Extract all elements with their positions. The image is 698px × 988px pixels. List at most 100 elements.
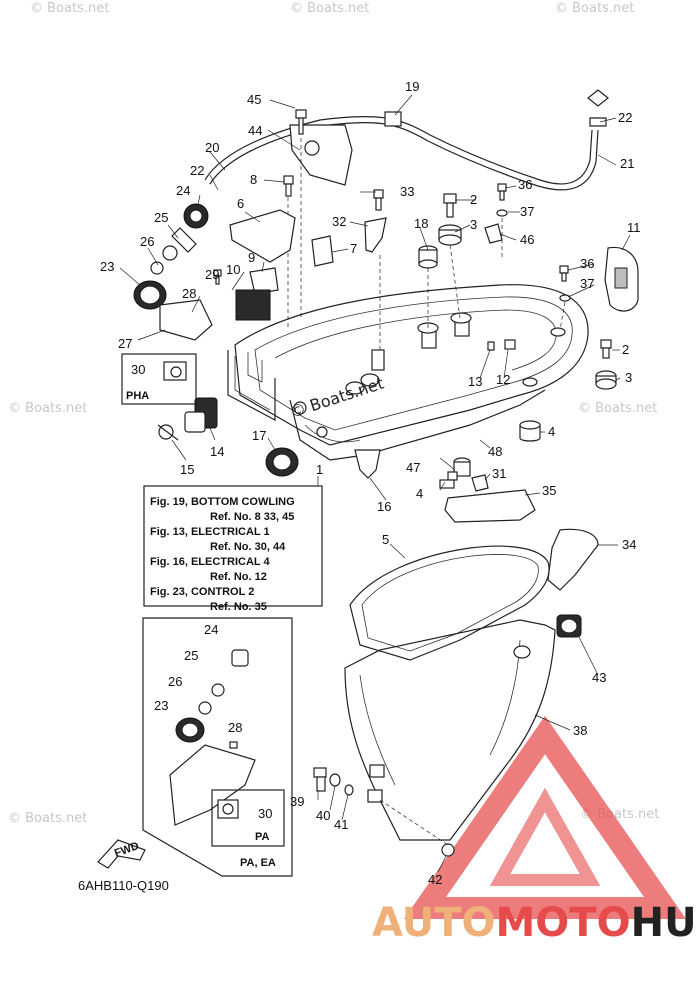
callout-9: 9: [248, 250, 255, 265]
bottom-cowling-assembly: [227, 284, 589, 461]
callout-24-inset: 24: [204, 622, 218, 637]
top-center-hardware: [364, 183, 566, 350]
callout-39: 39: [290, 794, 304, 809]
pa-ea-inset: PA PA, EA: [142, 617, 293, 877]
callout-13: 13: [468, 374, 482, 389]
callout-45: 45: [247, 92, 261, 107]
callout-5: 5: [382, 532, 389, 547]
callout-28-inset: 28: [228, 720, 242, 735]
callout-38: 38: [573, 723, 587, 738]
callout-40: 40: [316, 808, 330, 823]
callout-27: 27: [118, 336, 132, 351]
callout-37-top: 37: [520, 204, 534, 219]
callout-numbers: 45 44 19 20 22 21 22 8 33 2 36 24 37 3 6…: [100, 79, 641, 887]
callout-36-top: 36: [518, 177, 532, 192]
callout-22-top: 22: [618, 110, 632, 125]
callout-21: 21: [620, 156, 634, 171]
fwd-indicator: FWD: [97, 839, 146, 869]
right-side-hardware: [487, 246, 639, 442]
callout-29: 29: [205, 267, 219, 282]
callout-36-right: 36: [580, 256, 594, 271]
watermark-mid-left: © Boats.net: [8, 401, 87, 416]
callout-7: 7: [350, 241, 357, 256]
callout-31: 31: [492, 466, 506, 481]
lower-cowling: [313, 489, 599, 857]
callout-28-top: 28: [182, 286, 196, 301]
callout-3-right: 3: [625, 370, 632, 385]
logo-moto-text: MOTO: [496, 900, 631, 946]
callout-22-left: 22: [190, 163, 204, 178]
callout-35: 35: [542, 483, 556, 498]
logo-triangle-inner-icon: [489, 787, 601, 886]
left-bracket-parts: [187, 209, 334, 321]
ref-line-6: Ref. No. 12: [210, 571, 267, 583]
watermark-top-mid: © Boats.net: [290, 1, 369, 16]
ref-line-4: Ref. No. 30, 44: [210, 541, 286, 553]
callout-26-inset: 26: [168, 674, 182, 689]
diagram-code: 6AHB110-Q190: [78, 878, 169, 893]
fwd-arrow-icon: [97, 839, 146, 869]
callout-43: 43: [592, 670, 606, 685]
automotohub-logo: AUTOMOTOHUB: [372, 715, 698, 946]
ref-line-2: Ref. No. 8 33, 45: [210, 511, 294, 523]
callout-25-top: 25: [154, 210, 168, 225]
callout-4-lower: 4: [416, 486, 423, 501]
watermark-top-right: © Boats.net: [555, 1, 634, 16]
center-watermark: © Boats.net: [287, 374, 386, 422]
pa-inner-label: PA: [255, 831, 270, 843]
ref-line-1: Fig. 19, BOTTOM COWLING: [150, 496, 295, 508]
watermark-mid-right: © Boats.net: [578, 401, 657, 416]
reference-box: Fig. 19, BOTTOM COWLING Ref. No. 8 33, 4…: [143, 476, 323, 613]
callout-34: 34: [622, 537, 636, 552]
callout-4-right: 4: [548, 424, 555, 439]
callout-41: 41: [334, 817, 348, 832]
callout-30-pha: 30: [131, 362, 145, 377]
callout-14: 14: [210, 444, 224, 459]
watermark-top-left: © Boats.net: [30, 1, 109, 16]
pa-ea-label: PA, EA: [240, 857, 276, 869]
callout-12: 12: [496, 372, 510, 387]
callout-47: 47: [406, 460, 420, 475]
ref-line-8: Ref. No. 35: [210, 601, 267, 613]
callout-46: 46: [520, 232, 534, 247]
callout-10: 10: [226, 262, 240, 277]
callout-24-top: 24: [176, 183, 190, 198]
callout-17: 17: [252, 428, 266, 443]
callout-42: 42: [428, 872, 442, 887]
svg-text:AUTOMOTOHUB: AUTOMOTOHUB: [372, 900, 698, 946]
callout-15: 15: [180, 462, 194, 477]
callout-16: 16: [377, 499, 391, 514]
pha-inset: PHA: [121, 353, 197, 405]
callout-44: 44: [248, 123, 262, 138]
callout-2-top: 2: [470, 192, 477, 207]
ref-line-7: Fig. 23, CONTROL 2: [150, 586, 254, 598]
logo-hub-text: HUB: [631, 900, 698, 946]
watermark-low-left: © Boats.net: [8, 811, 87, 826]
callout-18: 18: [414, 216, 428, 231]
callout-32: 32: [332, 214, 346, 229]
callout-30-inset: 30: [258, 806, 272, 821]
trim-sensor-parts: [133, 203, 213, 341]
callout-6: 6: [237, 196, 244, 211]
pha-label: PHA: [126, 390, 149, 402]
callout-3-top: 3: [470, 217, 477, 232]
logo-auto-text: AUTO: [372, 900, 496, 946]
logo-triangle-icon: [403, 715, 687, 919]
callout-37-right: 37: [580, 276, 594, 291]
ref-line-5: Fig. 16, ELECTRICAL 4: [150, 556, 270, 568]
callout-33: 33: [400, 184, 414, 199]
callout-11: 11: [627, 220, 641, 235]
callout-23-inset: 23: [154, 698, 168, 713]
callout-23-top: 23: [100, 259, 114, 274]
callout-25-inset: 25: [184, 648, 198, 663]
callout-8: 8: [250, 172, 257, 187]
callout-20: 20: [205, 140, 219, 155]
callout-48: 48: [488, 444, 502, 459]
lower-fittings: [157, 397, 489, 492]
callout-1: 1: [316, 462, 323, 477]
top-cable-assembly: [204, 89, 609, 330]
ref-line-3: Fig. 13, ELECTRICAL 1: [150, 526, 270, 538]
callout-2-right: 2: [622, 342, 629, 357]
callout-19: 19: [405, 79, 419, 94]
